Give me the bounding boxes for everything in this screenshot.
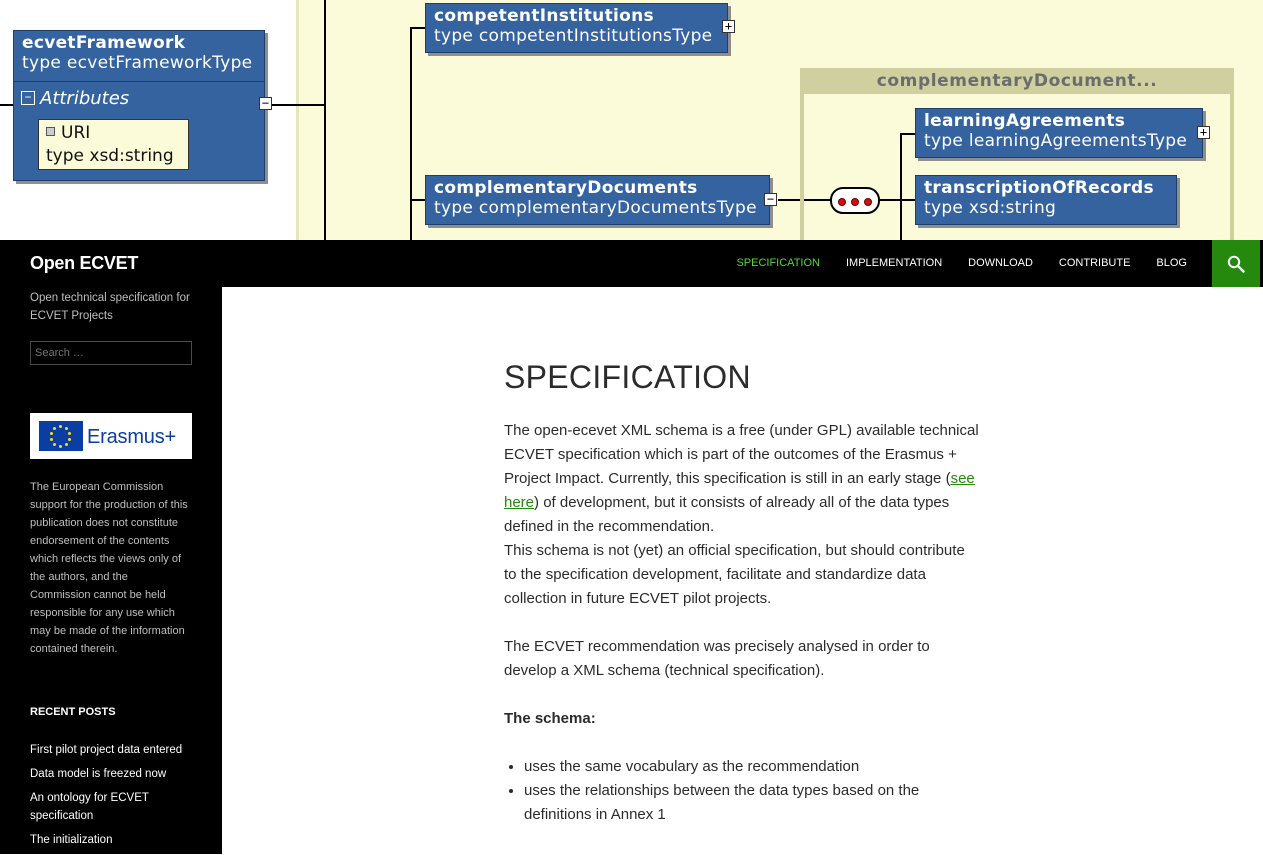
expand-icon[interactable]: + (722, 20, 735, 33)
element-name: complementaryDocuments (434, 178, 698, 198)
element-type: type competentInstitutionsType (434, 26, 713, 46)
collapse-icon[interactable]: − (259, 97, 272, 110)
sequence-icon (830, 187, 880, 214)
search-icon (1227, 255, 1245, 273)
attribute-name: URI (61, 123, 91, 143)
paragraph-text: The open-ecevet XML schema is a free (un… (504, 422, 979, 487)
collapse-icon[interactable]: − (764, 193, 777, 206)
search-toggle-button[interactable] (1212, 240, 1260, 287)
nav-item-blog[interactable]: Blog (1156, 257, 1187, 269)
nav-item-download[interactable]: Download (968, 257, 1033, 269)
recent-posts-list: First pilot project data entered Data mo… (30, 741, 198, 855)
schema-heading: The schema: (504, 707, 980, 731)
transcription-of-records-element[interactable]: transcriptionOfRecords type xsd:string (915, 175, 1177, 225)
recent-post-link[interactable]: Data model is freezed now (30, 768, 167, 780)
paragraph-text: ) of development, but it consists of alr… (504, 494, 950, 535)
attribute-icon (46, 127, 55, 136)
connector-line (324, 0, 326, 240)
complementary-group-label: complementaryDocument... (800, 68, 1234, 94)
paragraph-status: This schema is not (yet) an official spe… (504, 542, 965, 607)
page-title: SPECIFICATION (504, 359, 751, 395)
primary-navigation: Specification Implementation Download Co… (723, 240, 1200, 287)
connector-line (410, 27, 412, 240)
competent-institutions-element[interactable]: competentInstitutions type competentInst… (425, 3, 728, 53)
disclaimer-text: The European Commission support for the … (30, 481, 188, 655)
entry-content: The open-ecevet XML schema is a free (un… (504, 419, 980, 827)
site-description: Open technical specification for ECVET P… (30, 292, 190, 322)
element-name: ecvetFramework (22, 33, 186, 53)
recent-posts-title: Recent Posts (30, 706, 116, 718)
connector-line (900, 133, 902, 240)
site-header: Open ECVET Specification Implementation … (0, 240, 1263, 287)
element-name: transcriptionOfRecords (924, 178, 1154, 198)
list-item: uses the same vocabulary as the recommen… (524, 755, 980, 779)
recent-post-link[interactable]: The initialization (30, 834, 113, 846)
element-type: type complementaryDocumentsType (434, 198, 757, 218)
element-name: competentInstitutions (434, 6, 654, 26)
divider (14, 81, 264, 82)
schema-feature-list: uses the same vocabulary as the recommen… (524, 755, 980, 827)
site-title[interactable]: Open ECVET (30, 253, 139, 273)
connector-line (900, 133, 915, 135)
element-type: type ecvetFrameworkType (22, 53, 253, 73)
connector-line (410, 199, 425, 201)
header-schema-diagram: complementaryDocument... ecvetFramework … (0, 0, 1263, 240)
uri-attribute[interactable]: URI type xsd:string (38, 119, 189, 170)
nav-item-specification[interactable]: Specification (736, 257, 820, 269)
element-type: type learningAgreementsType (924, 131, 1188, 151)
recent-post-link[interactable]: An ontology for ECVET specification (30, 792, 149, 822)
see-here-link[interactable]: see here (504, 470, 975, 511)
list-item: uses the relationships between the data … (524, 779, 980, 827)
paragraph-analysis: The ECVET recommendation was precisely a… (504, 638, 930, 679)
erasmus-logo: Erasmus+ (30, 413, 192, 459)
erasmus-logo-text: Erasmus+ (87, 426, 176, 448)
sidebar: Open technical specification for ECVET P… (0, 287, 222, 854)
nav-item-implementation[interactable]: Implementation (845, 257, 943, 269)
attributes-collapse-icon[interactable]: − (21, 91, 35, 105)
connector-line (778, 199, 830, 201)
connector-line (410, 27, 425, 29)
element-type: type xsd:string (924, 198, 1057, 218)
recent-post-link[interactable]: First pilot project data entered (30, 744, 183, 756)
complementary-documents-element[interactable]: complementaryDocuments type complementar… (425, 175, 770, 225)
eu-flag-icon (39, 421, 83, 451)
schema-heading-text: The schema: (504, 710, 596, 727)
learning-agreements-element[interactable]: learningAgreements type learningAgreemen… (915, 108, 1203, 158)
nav-item-contribute[interactable]: Contribute (1058, 257, 1131, 269)
connector-line (0, 104, 14, 106)
attribute-type: type xsd:string (46, 146, 174, 166)
main-content: SPECIFICATION The open-ecevet XML schema… (222, 287, 1263, 854)
element-name: learningAgreements (924, 111, 1126, 131)
expand-icon[interactable]: + (1197, 126, 1210, 139)
connector-line (272, 104, 326, 106)
complementary-group-box (800, 68, 1234, 240)
connector-line (880, 199, 915, 201)
paragraph-intro: The open-ecevet XML schema is a free (un… (504, 419, 980, 539)
search-input[interactable] (30, 341, 192, 365)
attributes-label: Attributes (40, 88, 130, 109)
